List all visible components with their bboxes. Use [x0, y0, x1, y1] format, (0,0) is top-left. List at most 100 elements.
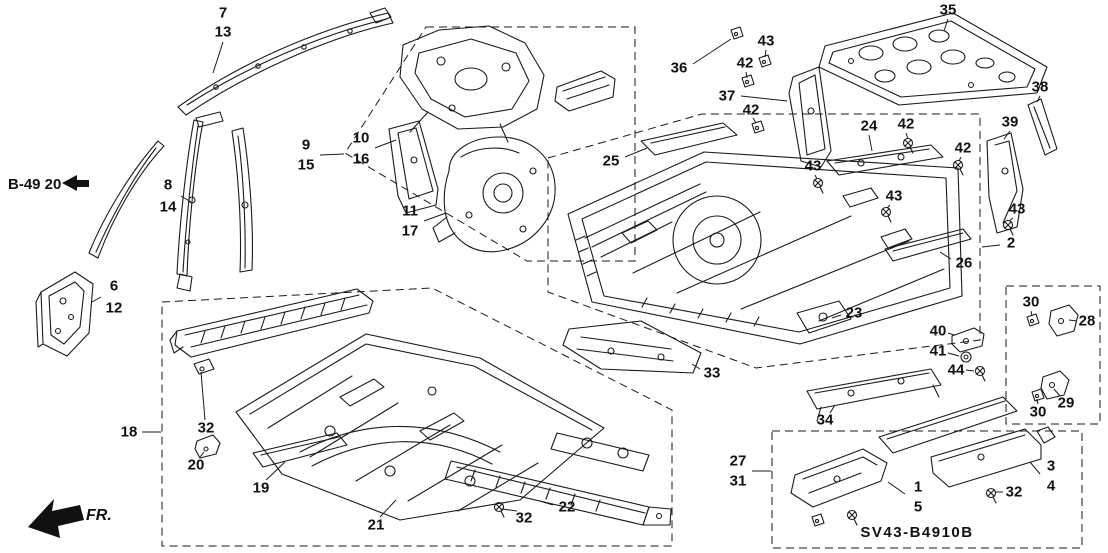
callout-22: 22: [559, 499, 576, 516]
boundary-front-floor-group: [161, 287, 673, 547]
part-front-floor-pan: [235, 333, 605, 521]
callout-42: 42: [955, 140, 972, 157]
callout-30: 30: [1030, 404, 1047, 421]
callout-40: 40: [930, 323, 947, 340]
part-rear-shelf-panel: [818, 12, 1048, 106]
boundary-rear-floor-group: [547, 113, 981, 369]
part-rear-panel-side: [788, 66, 832, 168]
part-rear-frame-left: [790, 448, 888, 508]
callout-32: 32: [198, 420, 215, 437]
callout-3: 3: [1047, 458, 1055, 475]
callout-13: 13: [215, 24, 232, 41]
part-rear-rail: [884, 228, 972, 262]
callout-42: 42: [743, 102, 760, 119]
leader-line: [745, 71, 748, 79]
callout-34: 34: [817, 412, 834, 429]
leader-line: [1053, 388, 1061, 397]
leader-line: [180, 195, 192, 203]
leader-line: [423, 212, 447, 222]
callout-8: 8: [164, 177, 172, 194]
callout-36: 36: [671, 60, 688, 77]
part-pillar-bracket: [35, 271, 94, 357]
callout-4: 4: [1047, 478, 1056, 495]
section-ref-arrow-icon: [62, 175, 89, 191]
callout-43: 43: [758, 33, 775, 50]
callout-18: 18: [121, 424, 138, 441]
callout-17: 17: [402, 223, 419, 240]
callout-37: 37: [719, 88, 736, 105]
callout-29: 29: [1058, 395, 1075, 412]
callout-20: 20: [188, 457, 205, 474]
callout-9: 9: [302, 137, 310, 154]
bolt-icon: [902, 137, 914, 154]
bolt-icon: [812, 177, 824, 194]
callout-2: 2: [1007, 235, 1015, 252]
section-ref-label: B-49 20: [8, 176, 61, 193]
callout-30: 30: [1023, 294, 1040, 311]
part-damper-housing: [432, 136, 556, 253]
callout-35: 35: [940, 2, 957, 19]
callout-39: 39: [1002, 114, 1019, 131]
part-rear-side-member: [826, 144, 944, 176]
boundary-wheelhouse-group: [344, 26, 636, 262]
callout-5: 5: [914, 499, 922, 516]
callout-10: 10: [353, 130, 370, 147]
part-wheelhouse-stiffener: [388, 120, 439, 214]
callout-26: 26: [956, 255, 973, 272]
leader-line: [501, 508, 518, 512]
leader-line: [692, 38, 732, 65]
leader-line: [1003, 130, 1011, 140]
callout-23: 23: [846, 305, 863, 322]
leader-line: [200, 371, 206, 421]
leader-line: [905, 132, 909, 140]
callout-32: 32: [516, 510, 533, 527]
fr-label: FR.: [86, 507, 112, 524]
part-bracket-28: [1048, 304, 1079, 337]
callout-21: 21: [368, 517, 385, 534]
part-rear-floor-pan: [567, 151, 963, 345]
leader-line: [199, 451, 205, 458]
leader-line: [319, 153, 345, 156]
fr-direction-arrow-icon: [28, 499, 84, 538]
callout-25: 25: [603, 153, 620, 170]
bolt-icon: [880, 206, 892, 223]
clip-icon: [730, 26, 744, 40]
leader-line: [764, 49, 767, 58]
callout-32: 32: [1006, 484, 1023, 501]
part-floor-extension: [562, 320, 702, 374]
callout-27: 27: [730, 453, 747, 470]
part-rear-crossmember: [806, 368, 942, 422]
callout-15: 15: [298, 157, 315, 174]
leader-line: [1008, 217, 1014, 222]
leader-line: [1029, 461, 1041, 475]
leader-line: [981, 244, 1001, 248]
callout-16: 16: [353, 151, 370, 168]
leader-line: [814, 174, 818, 180]
leader-line: [829, 404, 836, 414]
callout-14: 14: [160, 199, 177, 216]
leader-line: [947, 332, 955, 336]
part-floor-bar: [252, 432, 348, 468]
part-rear-frame-right: [878, 396, 1056, 488]
leader-line: [958, 156, 962, 162]
clip-icon: [751, 120, 765, 134]
callout-6: 6: [110, 278, 118, 295]
part-rear-pillar-stiffener: [986, 132, 1024, 234]
part-bracket-29: [1040, 370, 1070, 400]
callout-41: 41: [930, 343, 947, 360]
leader-line: [624, 147, 648, 158]
callout-44: 44: [948, 362, 965, 379]
callout-42: 42: [898, 116, 915, 133]
leader-line: [868, 134, 873, 152]
callout-11: 11: [402, 203, 418, 220]
leader-line: [374, 139, 397, 149]
part-rear-wheelhouse: [399, 25, 616, 143]
leader-line: [965, 369, 975, 372]
callout-7: 7: [219, 5, 227, 22]
leader-line: [947, 352, 960, 357]
clip-icon: [1026, 313, 1040, 327]
leader-line: [886, 204, 891, 209]
leader-line: [740, 95, 788, 102]
